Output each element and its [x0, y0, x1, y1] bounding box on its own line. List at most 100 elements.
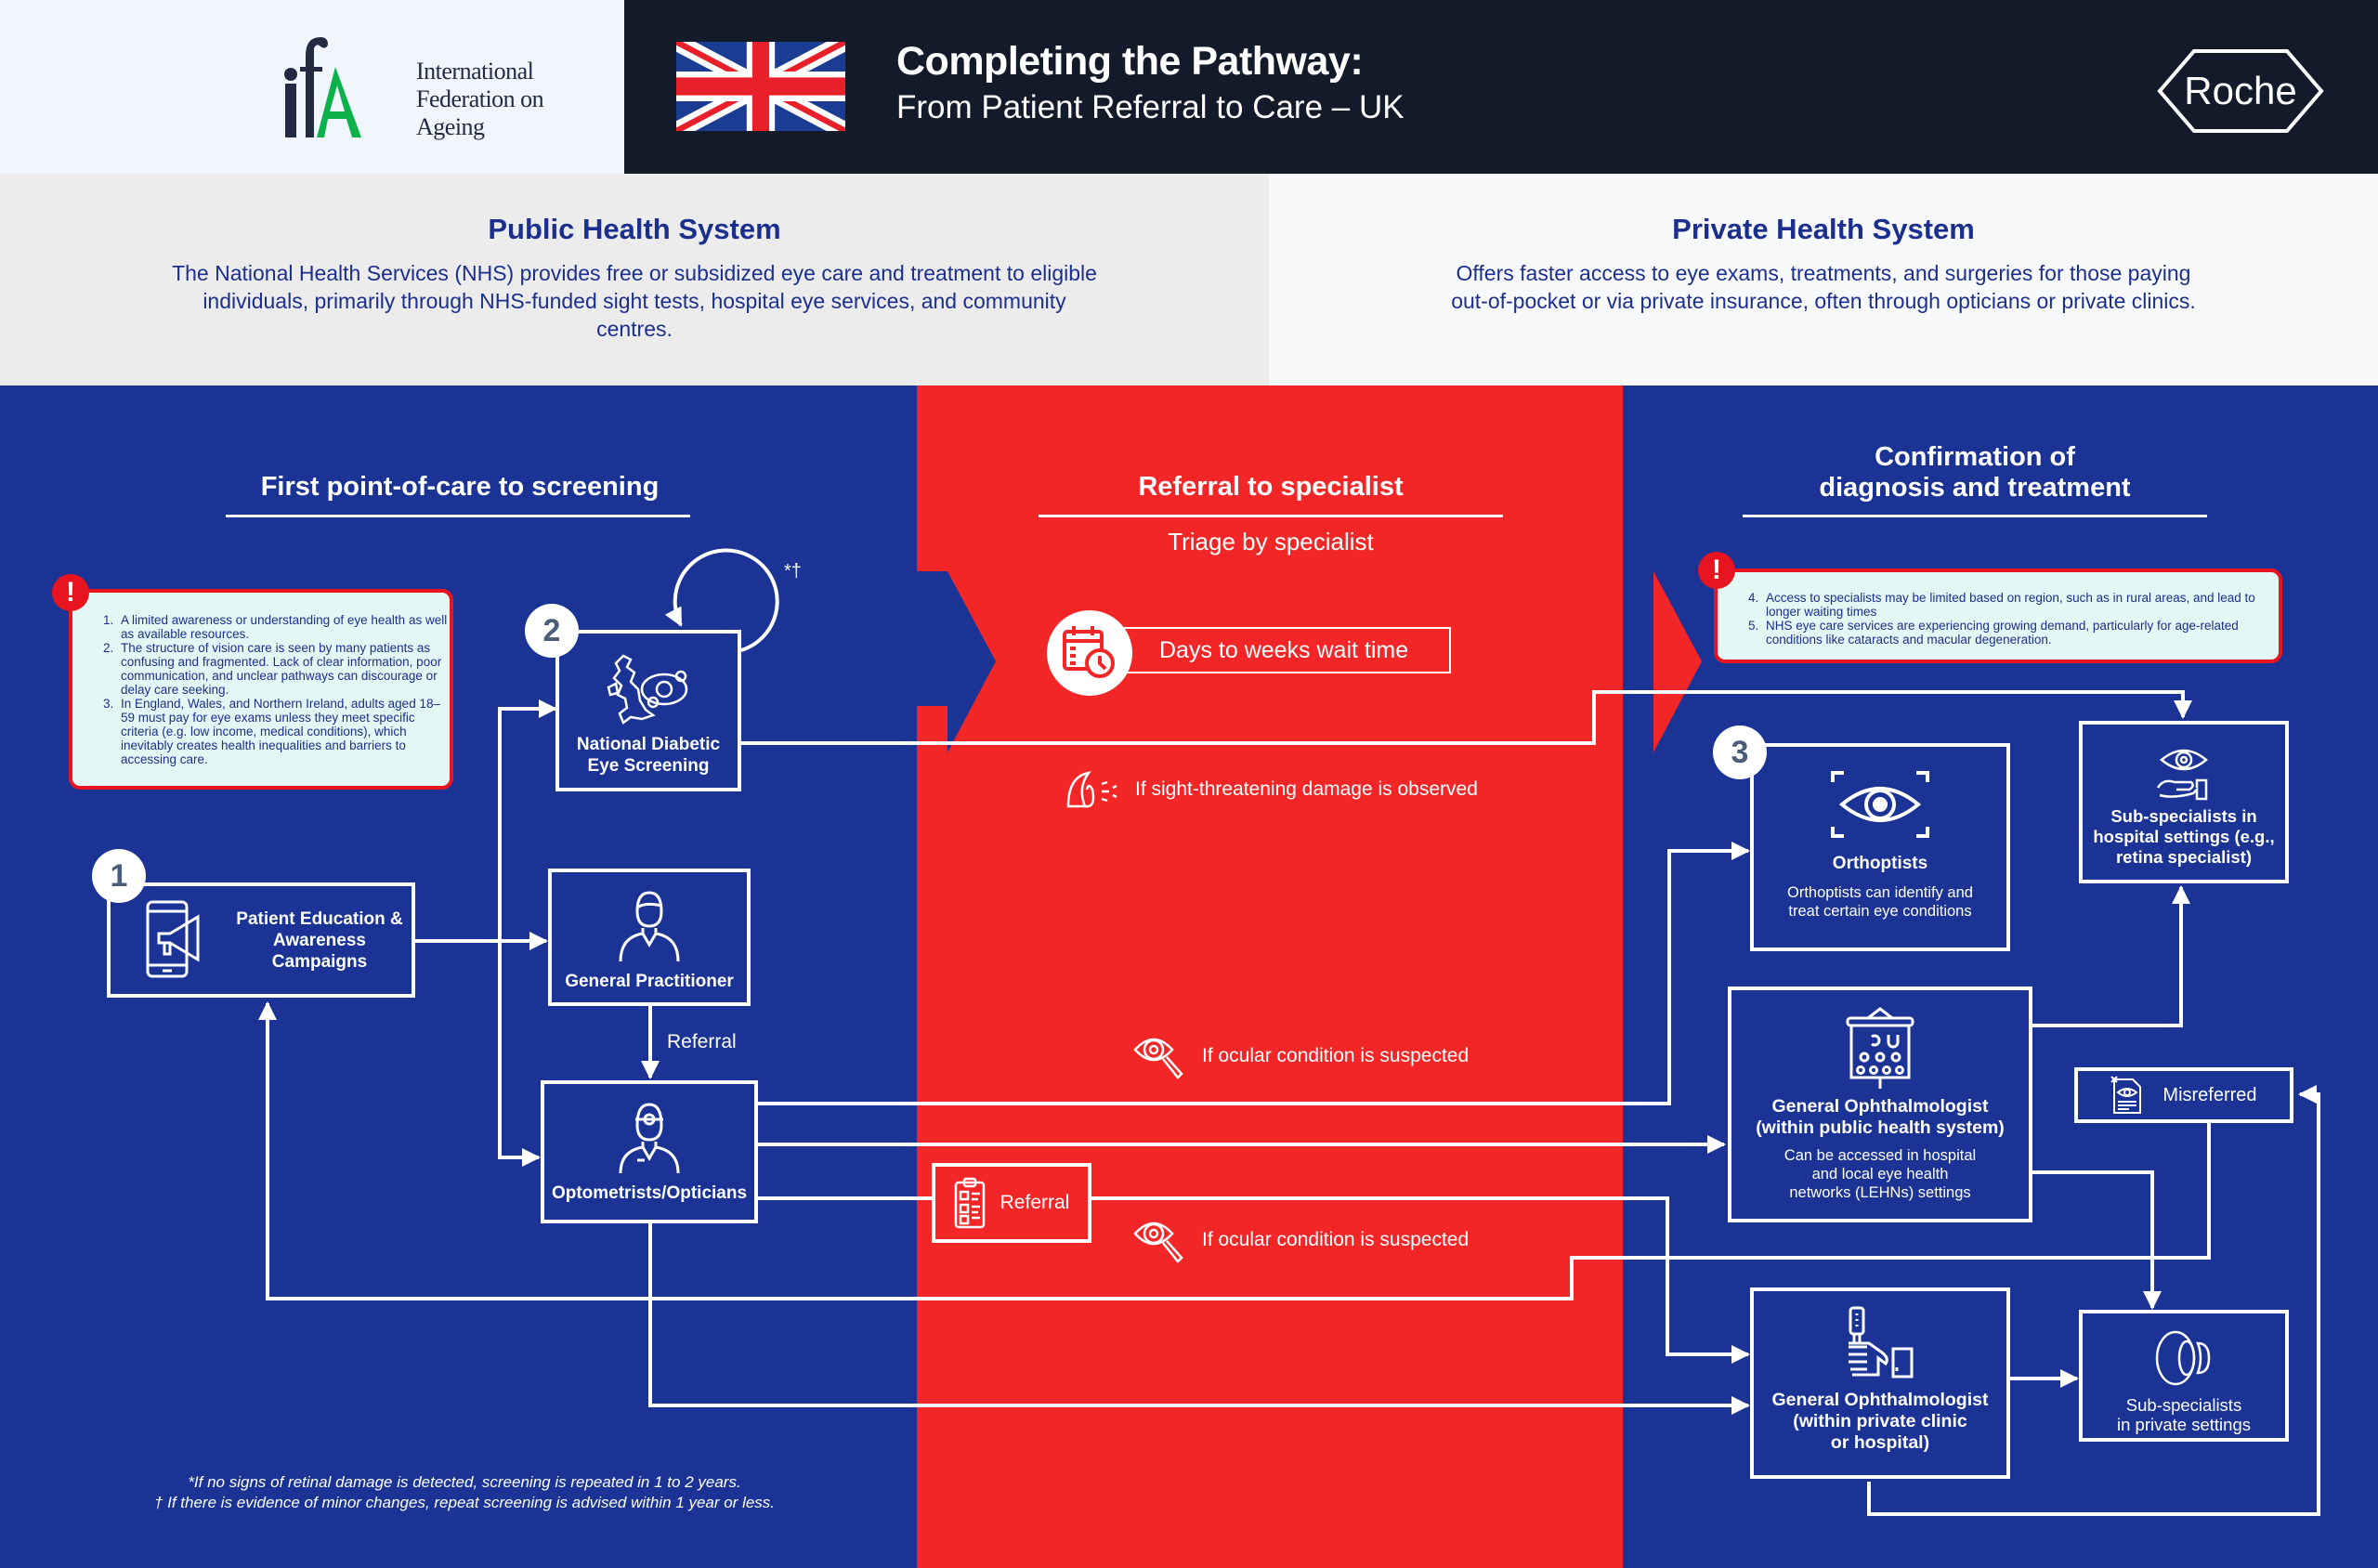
- barriers-callout-right: Access to specialists may be limited bas…: [1714, 568, 2282, 663]
- condition-ocular-suspected-1: If ocular condition is suspected: [1131, 1031, 1469, 1081]
- condition-sight-threatening: If sight-threatening damage is observed: [1065, 769, 1478, 810]
- node-label: (within private clinic: [1793, 1411, 1967, 1431]
- node-sub-specialists-hospital[interactable]: Sub-specialists in hospital settings (e.…: [2079, 721, 2289, 883]
- node-general-practitioner[interactable]: General Practitioner: [548, 869, 751, 1006]
- node-label: General Ophthalmologist: [1771, 1096, 1989, 1117]
- eye-magnifier-icon: [1133, 1038, 1183, 1079]
- warning-icon: !: [52, 574, 89, 611]
- node-ophthalmologist-public[interactable]: General Ophthalmologist (within public h…: [1728, 987, 2032, 1222]
- chevron-arrow-right: [1623, 571, 1702, 752]
- node-label: General Ophthalmologist: [1771, 1390, 1989, 1410]
- contact-lens-icon: [2155, 1330, 2211, 1386]
- private-health-system-panel: Private Health System Offers faster acce…: [1269, 174, 2378, 385]
- triage-subtitle: Triage by specialist: [1168, 528, 1374, 555]
- column-title-line: Confirmation of: [1875, 442, 2075, 472]
- node-label: (within public health system): [1756, 1117, 2005, 1138]
- doctor-icon: [619, 891, 680, 962]
- node-label: or hospital): [1830, 1432, 1930, 1453]
- node-misreferred[interactable]: Misreferred: [2074, 1067, 2293, 1123]
- org-name-line: International: [416, 58, 534, 85]
- condition-text: If sight-threatening damage is observed: [1135, 778, 1478, 800]
- node-label: National Diabetic: [576, 735, 721, 754]
- node-label: Sub-specialists: [2125, 1395, 2242, 1415]
- node-orthoptists[interactable]: Orthoptists Orthoptists can identify and…: [1750, 743, 2010, 951]
- org-name-line: Ageing: [416, 113, 485, 140]
- node-optometrists-opticians[interactable]: Optometrists/Opticians: [541, 1080, 758, 1223]
- column-title-confirmation: Confirmation of diagnosis and treatment: [1743, 442, 2207, 503]
- step-badge-3: 3: [1713, 725, 1767, 779]
- uk-map-eye-icon: [607, 654, 688, 725]
- step-badge-1: 1: [92, 849, 146, 903]
- node-description: Can be accessed in hospital: [1784, 1147, 1977, 1164]
- header-logo-panel: International Federation on Ageing: [0, 0, 624, 174]
- uk-flag-icon: [676, 42, 845, 131]
- optometrist-icon: [619, 1103, 680, 1174]
- barrier-item: A limited awareness or understanding of …: [117, 613, 450, 641]
- phone-megaphone-icon: [146, 900, 200, 978]
- eye-scan-icon: [1831, 771, 1929, 838]
- referral-column: [917, 385, 1623, 1568]
- node-description: networks (LEHNs) settings: [1789, 1184, 1971, 1201]
- node-label: Patient Education &: [236, 908, 403, 929]
- barrier-item: In England, Wales, and Northern Ireland,…: [117, 697, 450, 766]
- calendar-clock-icon: [1047, 610, 1132, 696]
- hand-tool-icon: [1849, 1306, 1914, 1379]
- footnotes: *If no signs of retinal damage is detect…: [111, 1472, 817, 1513]
- node-description: Orthoptists can identify and: [1787, 884, 1973, 901]
- barrier-item: Access to specialists may be limited bas…: [1762, 591, 2279, 619]
- column-divider: [1743, 515, 2207, 517]
- public-health-system-panel: Public Health System The National Health…: [0, 174, 1269, 385]
- node-label: General Practitioner: [565, 972, 734, 991]
- wire-trunk-to-screening: [498, 699, 557, 941]
- wire-ophth-public-to-sub-hospital: [2031, 885, 2190, 1027]
- wait-time-box: Days to weeks wait time: [1122, 627, 1451, 673]
- eye-magnifier-icon: [1133, 1222, 1183, 1263]
- footnote-item: † If there is evidence of minor changes,…: [153, 1494, 776, 1511]
- damaged-eye-icon: [1066, 771, 1117, 808]
- page-subtitle: From Patient Referral to Care – UK: [896, 89, 1405, 125]
- column-divider: [226, 515, 690, 517]
- public-system-title: Public Health System: [488, 213, 781, 245]
- node-patient-education[interactable]: Patient Education & Awareness Campaigns: [107, 882, 415, 998]
- node-diabetic-eye-screening[interactable]: National Diabetic Eye Screening: [555, 630, 741, 791]
- node-label: retina specialist): [2115, 847, 2252, 867]
- node-description: treat certain eye conditions: [1788, 903, 1972, 920]
- barrier-item: NHS eye care services are experiencing g…: [1762, 619, 2279, 647]
- node-label: Sub-specialists in: [2110, 806, 2257, 826]
- condition-text: If ocular condition is suspected: [1202, 1045, 1470, 1066]
- page-title: Completing the Pathway:: [896, 39, 1364, 84]
- node-label: Eye Screening: [587, 756, 710, 776]
- org-name-line: Federation on: [416, 85, 544, 112]
- node-label: Optometrists/Opticians: [551, 1183, 748, 1203]
- barrier-item: The structure of vision care is seen by …: [117, 641, 450, 697]
- node-label: in private settings: [2117, 1415, 2251, 1434]
- column-divider: [1039, 515, 1503, 517]
- referral-box[interactable]: Referral: [932, 1163, 1091, 1243]
- eye-chart-icon: [1846, 1007, 1914, 1089]
- roche-logo: Roche: [2157, 49, 2324, 133]
- wire-ophth-public-to-sub-private: [2031, 1170, 2162, 1310]
- step-badge-2: 2: [525, 604, 579, 658]
- public-system-description: The National Health Services (NHS) provi…: [172, 261, 1097, 341]
- barriers-callout-left: A limited awareness or understanding of …: [69, 589, 453, 790]
- column-title-referral: Referral to specialist: [1138, 472, 1404, 502]
- node-ophthalmologist-private[interactable]: General Ophthalmologist (within private …: [1750, 1287, 2010, 1479]
- screening-loop-footnote-marks: *†: [784, 561, 802, 581]
- document-eye-icon: [2110, 1076, 2142, 1114]
- column-title-line: diagnosis and treatment: [1819, 473, 2131, 503]
- header-title-panel: [624, 0, 2378, 174]
- footnote-item: *If no signs of retinal damage is detect…: [188, 1473, 741, 1491]
- condition-ocular-suspected-2: If ocular condition is suspected: [1131, 1215, 1469, 1265]
- private-system-description: Offers faster access to eye exams, treat…: [1451, 261, 2196, 313]
- gp-referral-label: Referral: [667, 1031, 737, 1052]
- node-label: hospital settings (e.g.,: [2093, 827, 2275, 846]
- warning-icon: !: [1698, 552, 1735, 589]
- svg-text:Roche: Roche: [2184, 69, 2296, 112]
- node-label: Misreferred: [2162, 1084, 2257, 1105]
- ifa-org-name: International Federation on Ageing: [416, 58, 544, 141]
- private-system-title: Private Health System: [1672, 213, 1975, 245]
- node-sub-specialists-private[interactable]: Sub-specialists in private settings: [2079, 1310, 2289, 1442]
- condition-text: If ocular condition is suspected: [1202, 1229, 1470, 1250]
- clipboard-icon: [954, 1177, 985, 1229]
- node-label: Awareness Campaigns: [271, 930, 368, 972]
